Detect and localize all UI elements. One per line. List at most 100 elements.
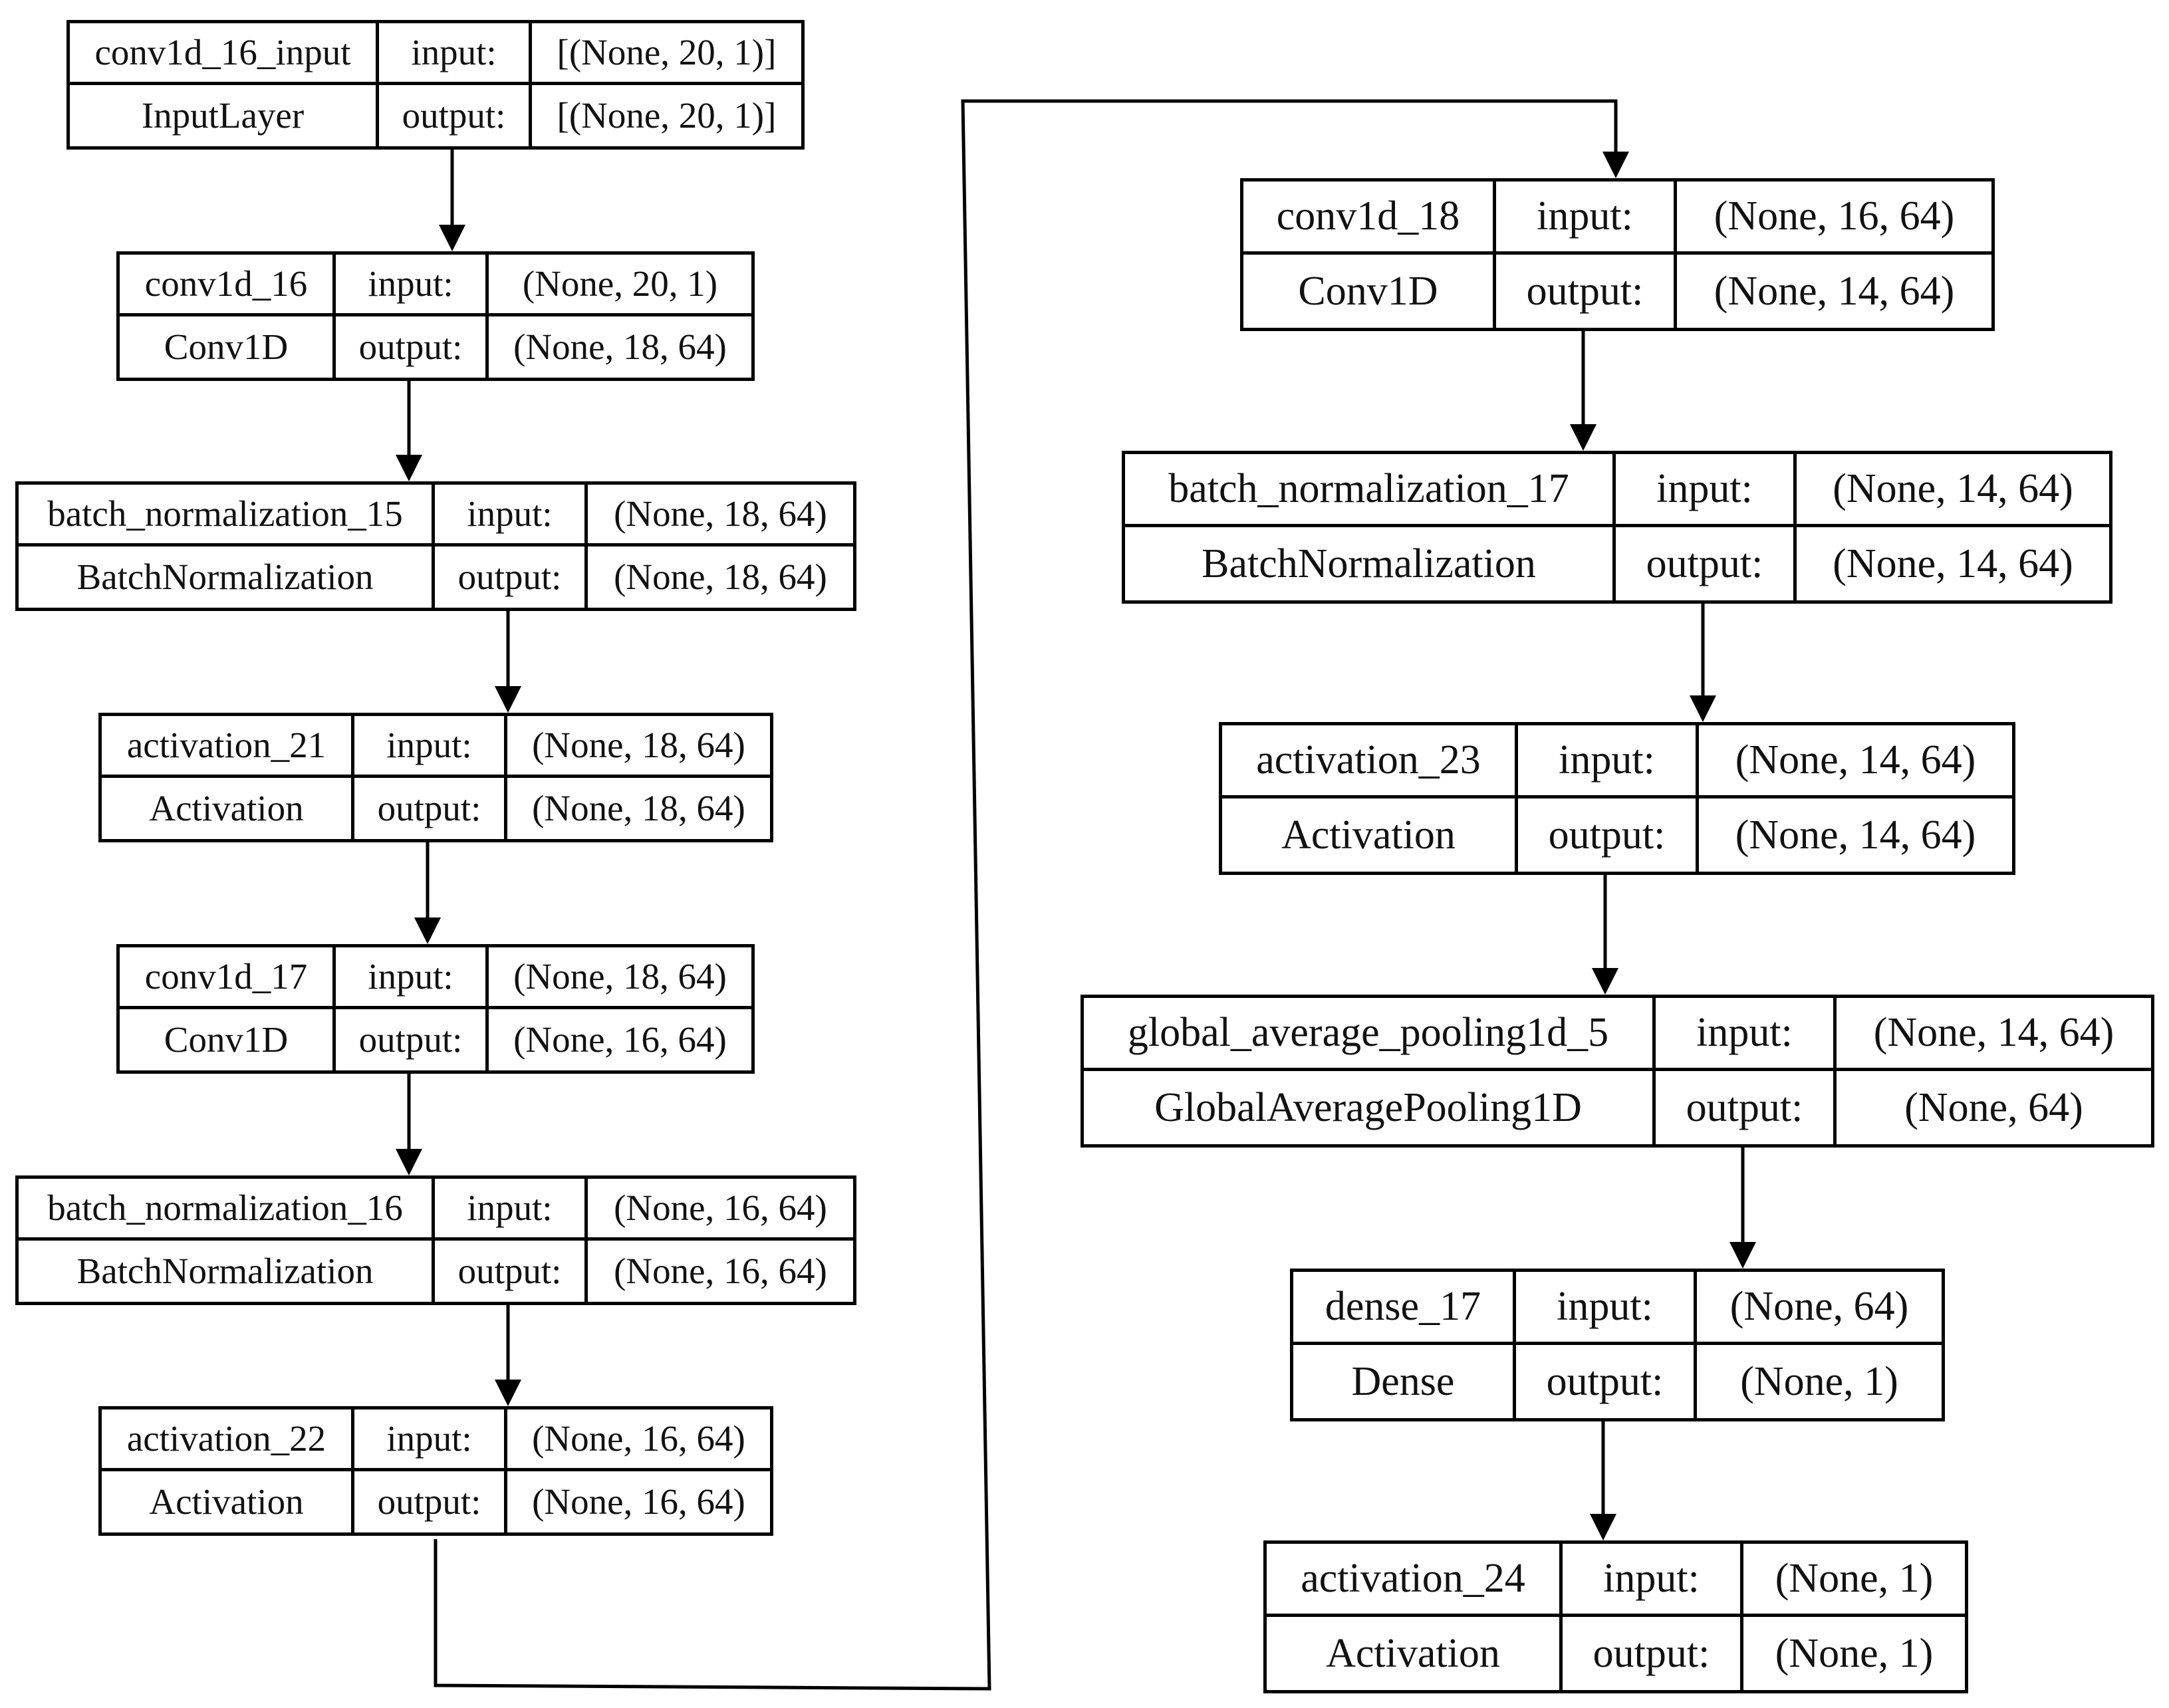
output-shape: (None, 14, 64) <box>1833 541 2073 586</box>
output-label: output: <box>354 1471 507 1532</box>
layer-name: conv1d_16 <box>120 255 336 316</box>
output-label: output: <box>1518 798 1699 872</box>
input-shape: (None, 16, 64) <box>588 1179 853 1241</box>
input-shape: (None, 16, 64) <box>507 1409 770 1471</box>
output-label: output: <box>435 1240 588 1302</box>
input-shape: (None, 14, 64) <box>1699 725 2012 798</box>
layer-name: activation_24 <box>1267 1544 1563 1617</box>
layer-name: batch_normalization_16 <box>19 1179 435 1241</box>
input-shape: (None, 14, 64) <box>1797 454 2109 527</box>
input-shape: (None, 16, 64) <box>1677 182 1991 255</box>
output-shape: (None, 1) <box>1740 1358 1898 1404</box>
layer-name: activation_21 <box>102 716 354 778</box>
edge-L7-to-L8 <box>434 99 1618 1691</box>
input-shape: (None, 1) <box>1743 1544 1965 1617</box>
arrowhead-L12-to-L13 <box>1590 1514 1616 1540</box>
output-label: output: <box>1656 1071 1837 1144</box>
layer-type: Conv1D <box>120 1009 336 1070</box>
input-shape: (None, 18, 64) <box>507 716 770 778</box>
layer-name: global_average_pooling1d_5 <box>1084 998 1656 1071</box>
layer-type: Conv1D <box>120 316 336 378</box>
input-label: input: <box>1563 1544 1743 1617</box>
arrowhead-L7-to-L8 <box>1602 152 1629 178</box>
arrowhead-L3-to-L4 <box>495 686 521 713</box>
layer-name: conv1d_16_input <box>70 23 379 85</box>
input-label: input: <box>1496 182 1677 255</box>
layer-name: conv1d_17 <box>120 947 336 1009</box>
input-label: input: <box>336 255 489 316</box>
output-shape: (None, 16, 64) <box>532 1481 745 1523</box>
input-shape: (None, 20, 1) <box>489 255 751 316</box>
arrowhead-L11-to-L12 <box>1729 1242 1756 1269</box>
layer-type: Conv1D <box>1243 255 1496 328</box>
output-label: output: <box>379 84 532 146</box>
layer-name: dense_17 <box>1293 1272 1516 1345</box>
input-label: input: <box>1656 998 1837 1071</box>
arrowhead-L9-to-L10 <box>1690 695 1716 722</box>
output-label: output: <box>354 777 507 839</box>
layer-type: BatchNormalization <box>1125 527 1616 600</box>
arrowhead-L5-to-L6 <box>396 1149 422 1175</box>
output-label: output: <box>1496 255 1677 328</box>
layer-name: batch_normalization_17 <box>1125 454 1616 527</box>
output-label: output: <box>1516 1345 1697 1418</box>
layer-name: activation_23 <box>1222 725 1518 798</box>
arrowhead-L1-to-L2 <box>439 225 465 251</box>
layer-type: Activation <box>1267 1617 1563 1690</box>
input-label: input: <box>379 23 532 85</box>
arrowhead-L4-to-L5 <box>414 917 441 944</box>
input-label: input: <box>1616 454 1797 527</box>
layer-type: InputLayer <box>70 84 379 146</box>
input-label: input: <box>1516 1272 1697 1345</box>
output-shape: (None, 14, 64) <box>1735 812 1976 858</box>
input-label: input: <box>435 485 588 547</box>
input-shape: (None, 64) <box>1697 1272 1942 1345</box>
output-shape: (None, 14, 64) <box>1714 268 1955 314</box>
input-label: input: <box>354 1409 507 1471</box>
input-shape: [(None, 20, 1)] <box>532 23 801 85</box>
layer-type: Activation <box>102 1471 354 1532</box>
arrowhead-L10-to-L11 <box>1592 968 1618 995</box>
layer-name: batch_normalization_15 <box>19 485 435 547</box>
output-shape: (None, 16, 64) <box>513 1019 727 1060</box>
output-label: output: <box>1616 527 1797 600</box>
output-shape: (None, 18, 64) <box>513 326 727 368</box>
input-shape: (None, 18, 64) <box>588 485 853 547</box>
layer-type: Activation <box>1222 798 1518 872</box>
output-shape: (None, 16, 64) <box>614 1251 827 1292</box>
output-label: output: <box>336 316 489 378</box>
arrowhead-L2-to-L3 <box>396 455 422 481</box>
output-shape: (None, 1) <box>1775 1630 1934 1676</box>
output-shape: (None, 64) <box>1904 1084 2083 1130</box>
input-label: input: <box>435 1179 588 1241</box>
input-label: input: <box>1518 725 1699 798</box>
input-shape: (None, 14, 64) <box>1837 998 2151 1071</box>
layer-type: Activation <box>102 777 354 839</box>
output-label: output: <box>435 546 588 608</box>
layer-type: BatchNormalization <box>19 1240 435 1302</box>
output-label: output: <box>1563 1617 1743 1690</box>
output-label: output: <box>336 1009 489 1070</box>
arrowhead-L8-to-L9 <box>1570 424 1596 451</box>
input-label: input: <box>354 716 507 778</box>
output-shape: (None, 18, 64) <box>614 556 827 598</box>
output-shape: (None, 18, 64) <box>532 788 745 829</box>
arrowhead-L6-to-L7 <box>495 1380 521 1406</box>
layer-type: BatchNormalization <box>19 546 435 608</box>
input-shape: (None, 18, 64) <box>489 947 751 1009</box>
